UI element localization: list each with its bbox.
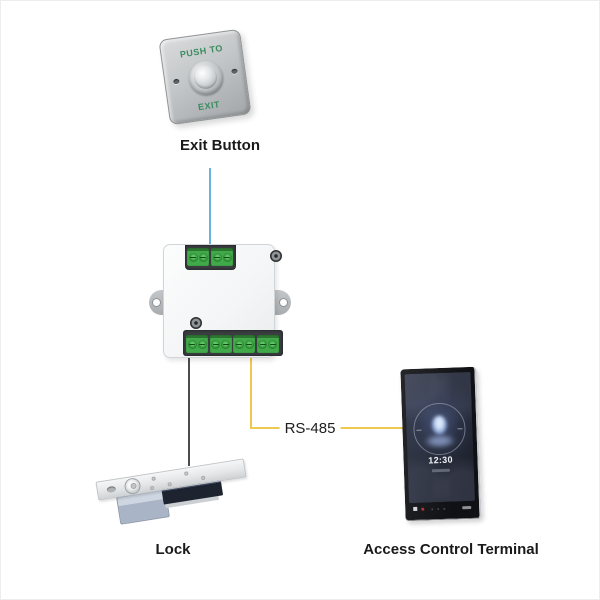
speaker-dot [443, 507, 446, 510]
terminal-screw [187, 340, 197, 349]
terminal-screw [221, 340, 230, 349]
plate-screw-hole-right [231, 68, 238, 75]
terminal-screw [268, 340, 277, 349]
mounting-hole-right [279, 298, 288, 307]
terminal-screw [212, 253, 222, 262]
push-to-text: PUSH TO [179, 42, 224, 60]
controller-module [149, 244, 291, 358]
exit-button-device: PUSH TO EXIT [158, 28, 252, 126]
exit-button-ring [186, 58, 226, 98]
mounting-ear-left [149, 290, 166, 315]
rs485-label: RS-485 [279, 420, 341, 438]
terminal-block-bottom [183, 330, 283, 356]
terminal-screw [198, 253, 208, 262]
wire-exit-to-controller [209, 168, 211, 245]
exit-button-label: Exit Button [180, 137, 260, 154]
terminal-module [256, 335, 279, 353]
faceplate-slot [106, 485, 117, 494]
lock-bolt [123, 476, 142, 495]
terminal-screw [222, 253, 232, 262]
indicator-dash [462, 505, 472, 509]
speaker-dot [437, 508, 440, 511]
terminal-screw [188, 253, 198, 262]
terminal-module [209, 335, 232, 353]
terminal-screw [234, 340, 244, 349]
speaker-dot [431, 508, 434, 511]
faceplate-screw [151, 476, 156, 481]
indicator-led [421, 507, 425, 511]
terminal-screen: 12:30 [404, 371, 476, 504]
terminal-module [211, 248, 233, 266]
case-screw-top-right [270, 250, 282, 262]
exit-text: EXIT [197, 99, 221, 113]
access-terminal-device: 12:30 [400, 366, 482, 522]
lock-label: Lock [155, 541, 191, 558]
controller-body [163, 244, 283, 358]
terminal-block-top [185, 245, 236, 270]
terminal-screw [197, 340, 207, 349]
plate-screw-hole-left [173, 78, 180, 85]
wire-controller-to-terminal-vertical [250, 357, 252, 429]
faceplate-screw [183, 471, 188, 476]
lock-bolt-core [129, 482, 137, 490]
terminal-module [187, 248, 209, 266]
screen-time: 12:30 [428, 454, 453, 466]
lock-device [91, 449, 256, 535]
screen-date-bar [431, 468, 450, 472]
terminal-module [186, 335, 208, 353]
faceplate-screw [149, 485, 154, 490]
faceplate-screw [167, 482, 172, 487]
wire-controller-to-lock [188, 357, 190, 466]
mounting-hole-left [152, 298, 161, 307]
terminal-screw [211, 340, 220, 349]
case-screw-bottom-left [190, 317, 202, 329]
faceplate-screw [200, 475, 205, 480]
mounting-ear-right [274, 290, 291, 315]
indicator-square [413, 506, 418, 512]
exit-button-dome [192, 64, 219, 91]
terminal-module [233, 335, 255, 353]
terminal-screw [258, 340, 267, 349]
terminal-screw [244, 340, 254, 349]
access-terminal-label: Access Control Terminal [363, 541, 539, 558]
